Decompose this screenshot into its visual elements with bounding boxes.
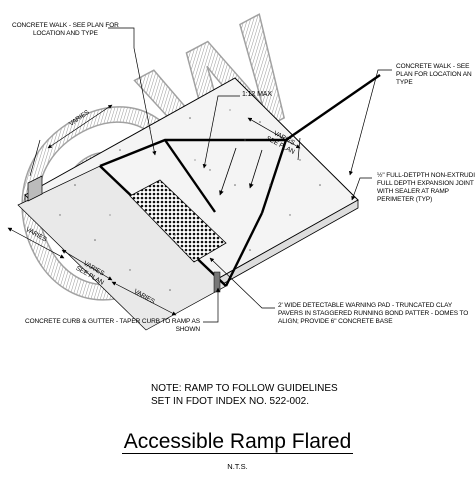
label-line: ALIGN; PROVIDE 6" CONCRETE BASE bbox=[278, 318, 393, 325]
leader-lines bbox=[108, 27, 392, 323]
label-line: CONCRETE CURB & GUTTER - TAPER CURB TO R… bbox=[24, 318, 200, 325]
label-line: PAVERS IN STAGGERED RUNNING BOND PATTER … bbox=[278, 310, 469, 317]
label-line: CONCRETE WALK - SEE PLAN FOR bbox=[12, 22, 119, 29]
note-line: SET IN FDOT INDEX NO. 522-002. bbox=[151, 396, 310, 407]
label-walk-top-left: CONCRETE WALK - SEE PLAN FOR LOCATION AN… bbox=[12, 22, 119, 38]
note-line: NOTE: RAMP TO FOLLOW GUIDELINES bbox=[151, 383, 338, 394]
label-line: FULL DEPTH EXPANSION JOINT bbox=[377, 180, 474, 187]
drawing-title: Accessible Ramp Flared bbox=[121, 430, 354, 454]
label-line: WITH SEALER AT RAMP bbox=[377, 188, 449, 195]
note: NOTE: RAMP TO FOLLOW GUIDELINES SET IN F… bbox=[151, 382, 338, 408]
label-expansion-joint: ½" FULL-DETPTH NON-EXTRUDI FULL DEPTH EX… bbox=[377, 172, 475, 204]
curb-end-left bbox=[27, 175, 43, 202]
label-walk-right: CONCRETE WALK - SEE PLAN FOR LOCATION AN… bbox=[396, 63, 472, 87]
label-line: SHOWN bbox=[175, 326, 201, 333]
warning-pad bbox=[129, 179, 227, 263]
label-line: CONCRETE WALK - SEE bbox=[396, 63, 470, 70]
label-line: ½" FULL-DETPTH NON-EXTRUDI bbox=[377, 172, 475, 179]
label-line: LOCATION AND TYPE bbox=[32, 30, 98, 37]
label-line: PERIMETER (TYP) bbox=[377, 196, 433, 203]
label-line: PLAN FOR LOCATION AN bbox=[396, 71, 472, 78]
drawing-scale: N.T.S. bbox=[227, 462, 248, 471]
slope-arrows bbox=[219, 147, 263, 196]
drawing-title-wrap: Accessible Ramp Flared bbox=[0, 430, 475, 454]
curb-end-right bbox=[213, 271, 221, 293]
label-curb-gutter: CONCRETE CURB & GUTTER - TAPER CURB TO R… bbox=[20, 318, 200, 334]
label-slope: 1:12 MAX bbox=[242, 91, 272, 98]
label-warning-pad: 2' WIDE DETECTABLE WARNING PAD - TRUNCAT… bbox=[278, 302, 468, 326]
dimension-lines bbox=[7, 104, 301, 316]
label-line: TYPE bbox=[396, 79, 413, 86]
label-line: 2' WIDE DETECTABLE WARNING PAD - TRUNCAT… bbox=[278, 302, 453, 309]
